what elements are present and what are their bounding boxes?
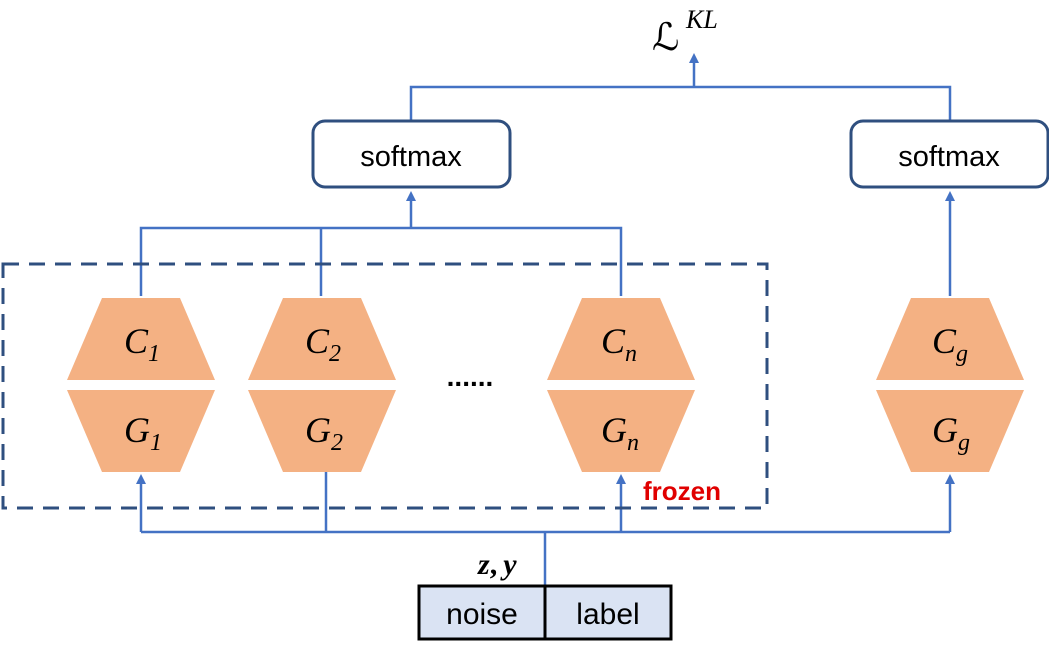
softmax-right-box: softmax [849,119,1049,189]
line-left-softmax-to-top [409,85,952,121]
line-c-outputs [139,226,623,296]
loss-symbol: ℒ [652,15,679,59]
softmax-left-label: softmax [360,141,462,173]
connectors [136,53,955,586]
g2-label: G2 [305,410,343,456]
classifier-cn [547,298,695,380]
gg-label: Gg [932,410,970,456]
generator-gn [547,390,695,472]
module-2: C2 G2 [248,298,396,472]
frozen-region [1,262,769,510]
generator-g1 [67,390,215,472]
input-label-field: label [576,598,639,631]
cg-label: Cg [932,321,968,367]
classifier-c1 [67,298,215,380]
generator-g2 [248,390,396,472]
frozen-label: frozen [643,476,721,506]
input-box: noise label [417,584,673,641]
softmax-right-label: softmax [898,141,1000,173]
module-n: Cn Gn [547,298,695,472]
input-noise: noise [446,598,518,631]
g1-label: G1 [124,410,162,456]
classifier-c2 [248,298,396,380]
ellipsis: ...... [447,361,494,392]
input-label: z,y [477,548,517,581]
loss-superscript: KL [685,5,718,34]
module-1: C1 G1 [67,298,215,472]
c1-label: C1 [124,321,160,367]
classifier-cg [876,298,1024,380]
softmax-left-box: softmax [311,119,512,189]
module-g: Cg Gg [876,298,1024,472]
c2-label: C2 [305,321,341,367]
cn-label: Cn [601,321,637,367]
loss-label: ℒ KL [652,5,718,59]
generator-gg [876,390,1024,472]
gn-label: Gn [601,410,639,456]
